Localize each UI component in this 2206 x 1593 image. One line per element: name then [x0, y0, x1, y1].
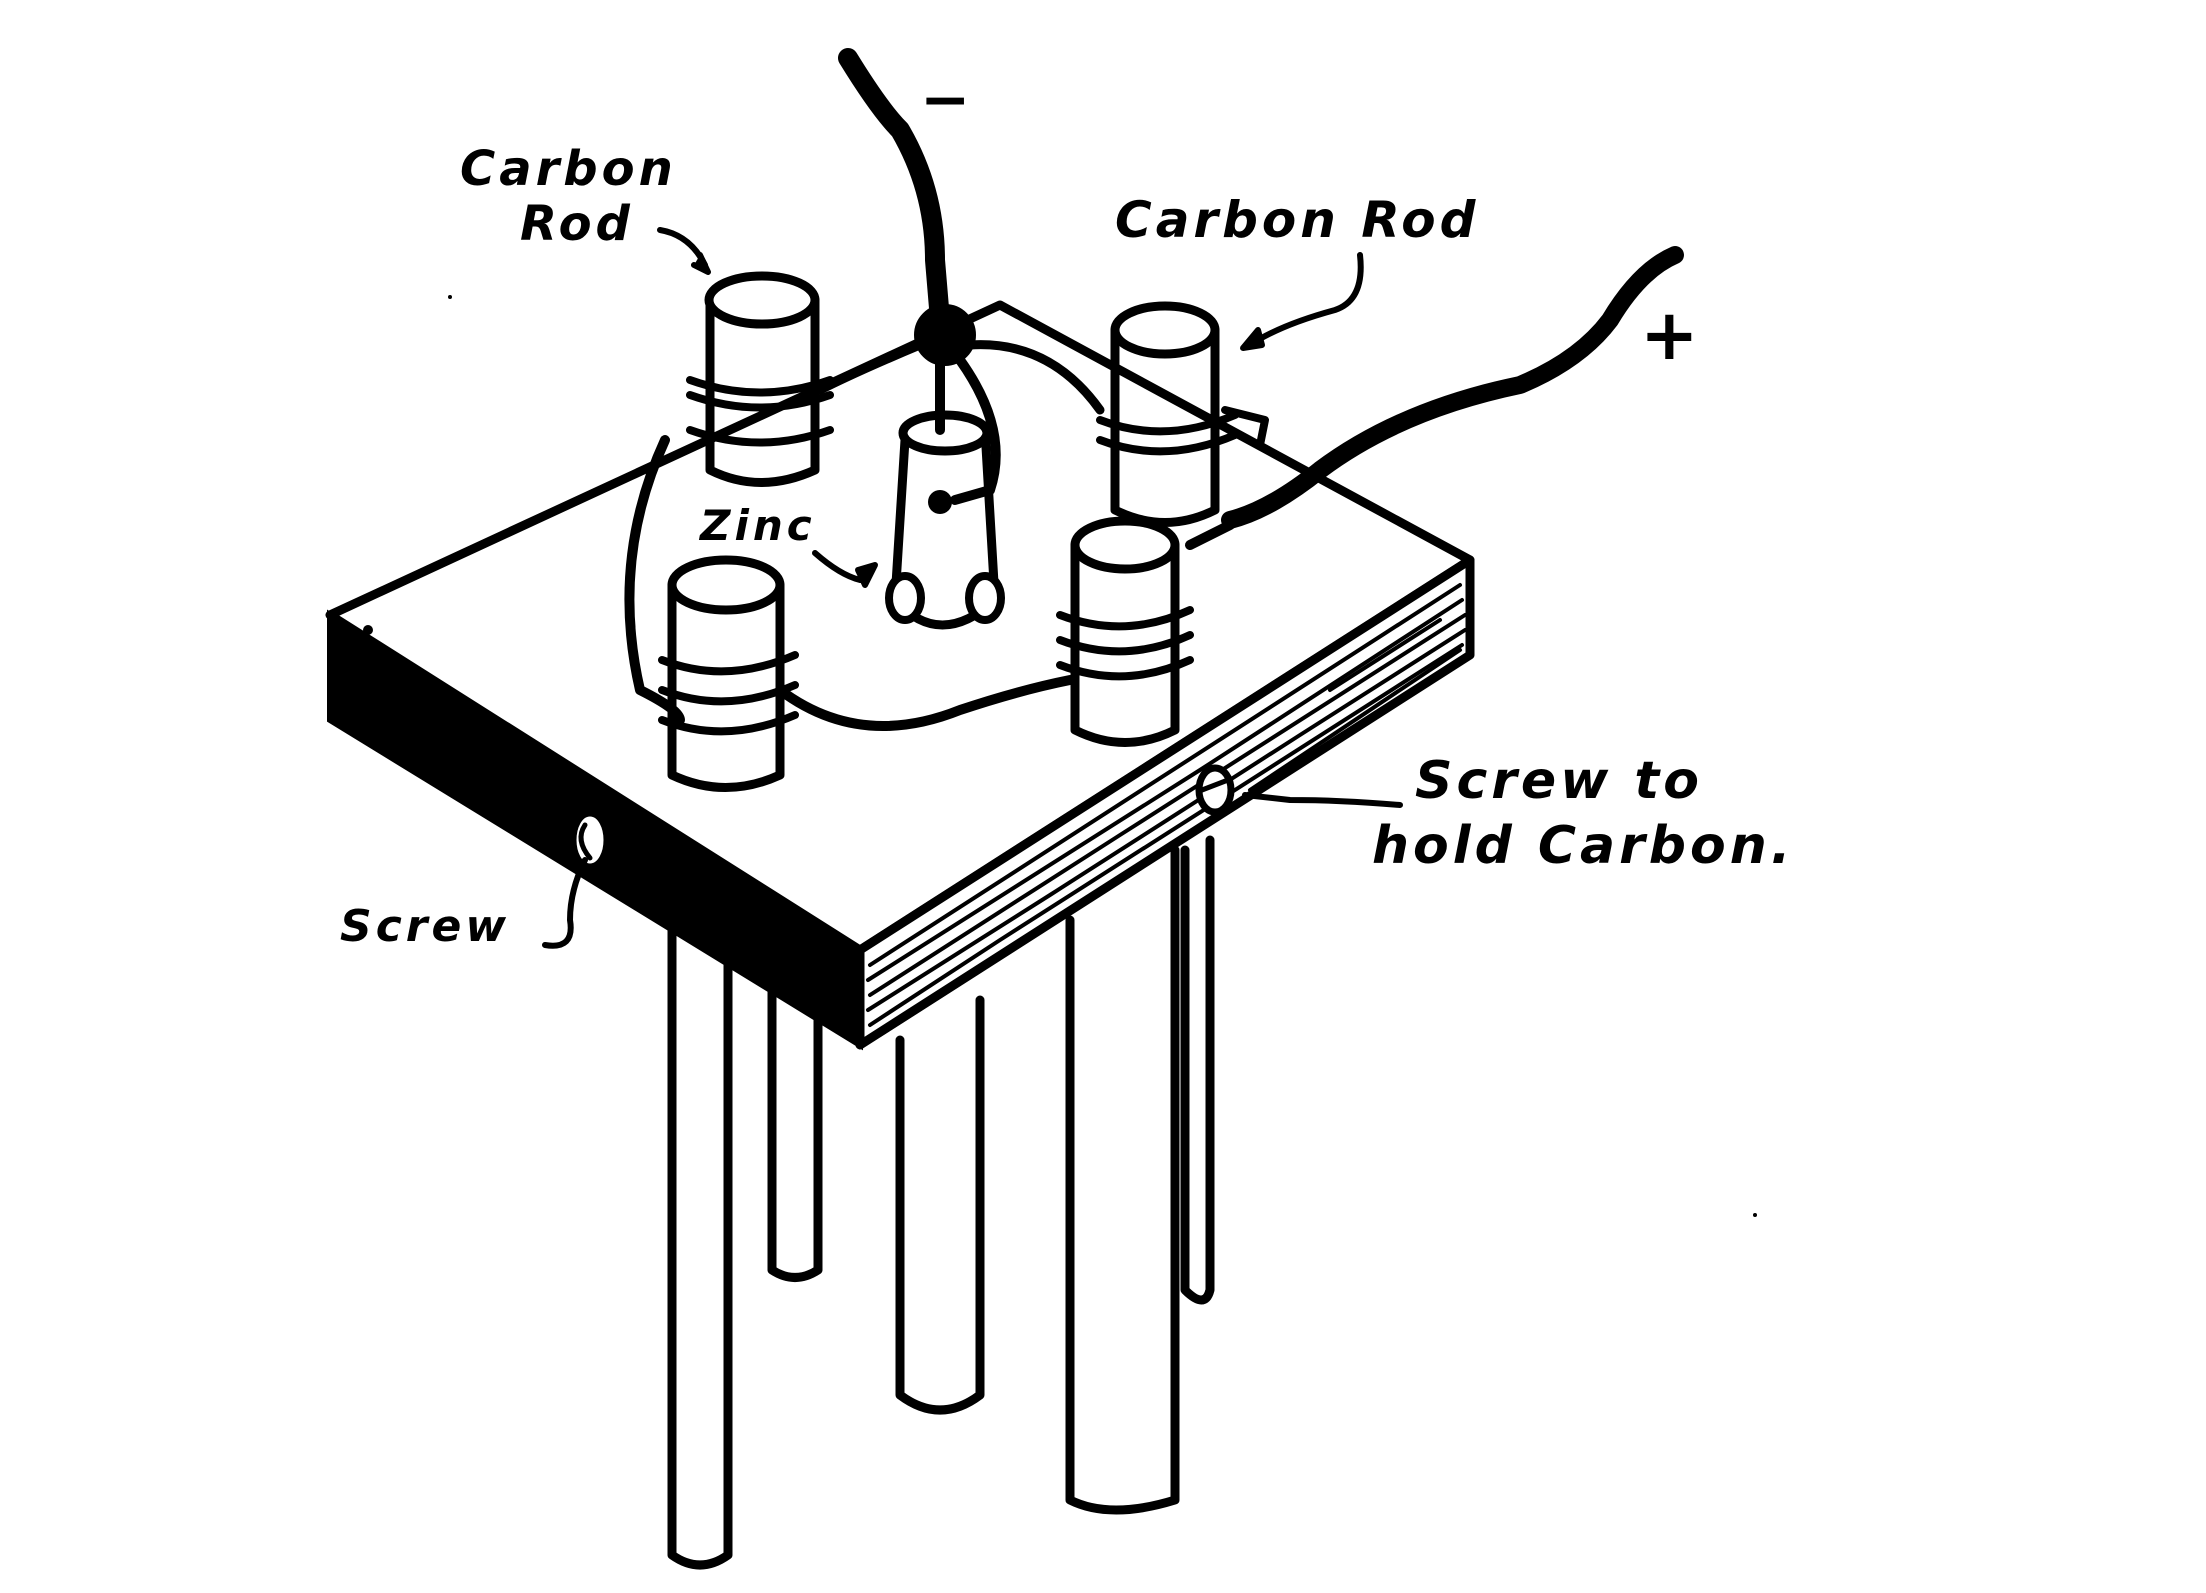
carbon-rod-back-left [686, 271, 834, 487]
leader-lines [542, 227, 1403, 949]
label-screw-to-hold-line1: Screw to [1415, 751, 1703, 811]
label-screw-to-hold-line2: hold Carbon. [1372, 816, 1795, 876]
label-carbon-rod-left-line2: Rod [520, 196, 634, 252]
carbon-rod-front-left [658, 555, 799, 792]
label-zinc: Zinc [700, 501, 816, 550]
wires [624, 48, 1684, 731]
label-screw: Screw [340, 901, 510, 952]
lower-rods [667, 835, 1215, 1570]
screw-front [576, 816, 604, 864]
carbon-rod-front-right [1056, 516, 1194, 747]
carbon-rod-back-right [1096, 301, 1239, 527]
positive-terminal-sign: + [1640, 294, 1703, 376]
negative-terminal-sign: − [920, 65, 975, 135]
label-carbon-rod-left-line1: Carbon [460, 141, 677, 197]
label-carbon-rod-right: Carbon Rod [1115, 191, 1480, 249]
screw-to-hold-carbon [1195, 764, 1235, 816]
wooden-board [325, 300, 1475, 1051]
zinc-rod [885, 410, 1005, 630]
